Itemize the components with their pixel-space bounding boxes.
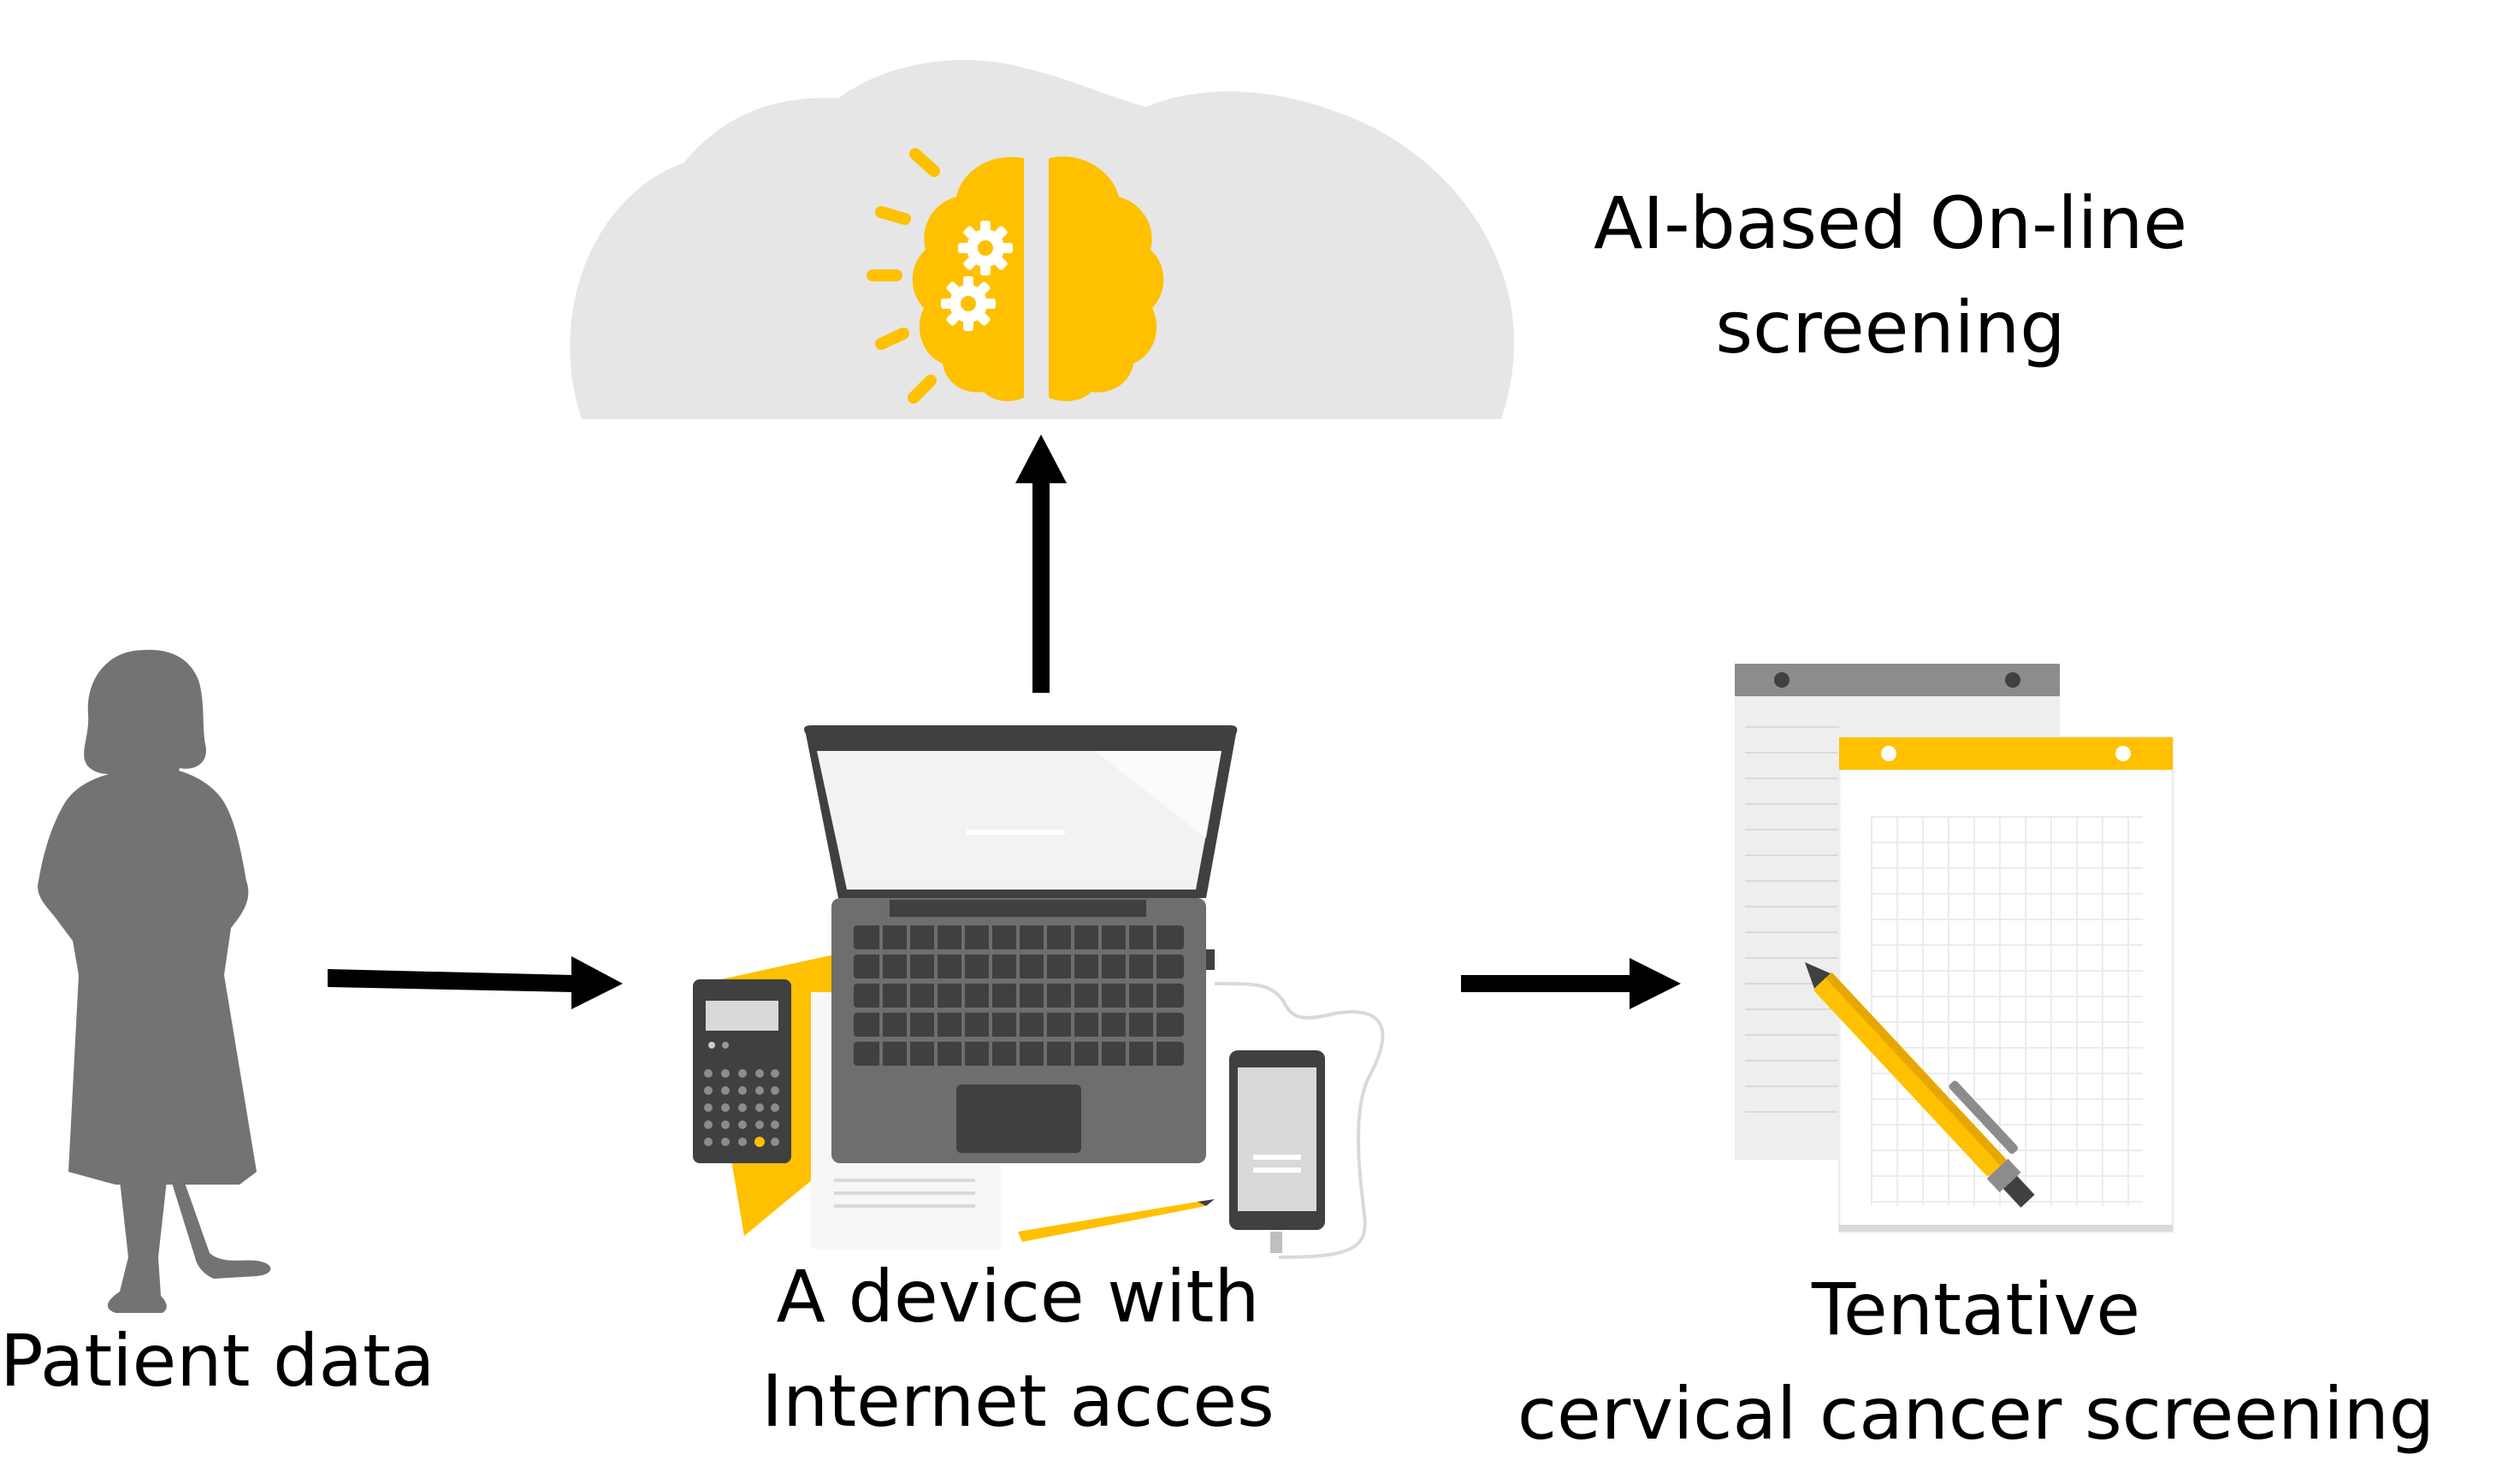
arrow-device-to-cloud bbox=[1015, 434, 1067, 693]
result-label-line-1: Tentative bbox=[1811, 1268, 2141, 1351]
device-label-line-2: Internet acces bbox=[761, 1359, 1275, 1443]
cloud-label-line-2: screening bbox=[1715, 286, 2066, 369]
brain-gears-icon bbox=[867, 148, 1164, 404]
device-label: A device with Internet acces bbox=[676, 1244, 1360, 1453]
cloud-label-line-1: AI-based On-line bbox=[1593, 181, 2188, 265]
result-label-line-2: cervical cancer screening bbox=[1517, 1372, 2435, 1456]
result-label: Tentative cervical cancer screening bbox=[1488, 1257, 2464, 1466]
arrow-patient-to-device bbox=[328, 956, 623, 1009]
device-label-line-1: A device with bbox=[776, 1255, 1260, 1339]
cloud-label: AI-based On-line screening bbox=[1523, 171, 2258, 380]
laptop-calculator-phone-icon bbox=[693, 725, 1385, 1259]
patient-label: Patient data bbox=[0, 1319, 435, 1403]
arrow-device-to-result bbox=[1461, 958, 1681, 1009]
cloud-icon bbox=[570, 60, 1515, 420]
notepad-pen-icon bbox=[1735, 664, 2174, 1233]
woman-silhouette-icon bbox=[38, 649, 271, 1313]
